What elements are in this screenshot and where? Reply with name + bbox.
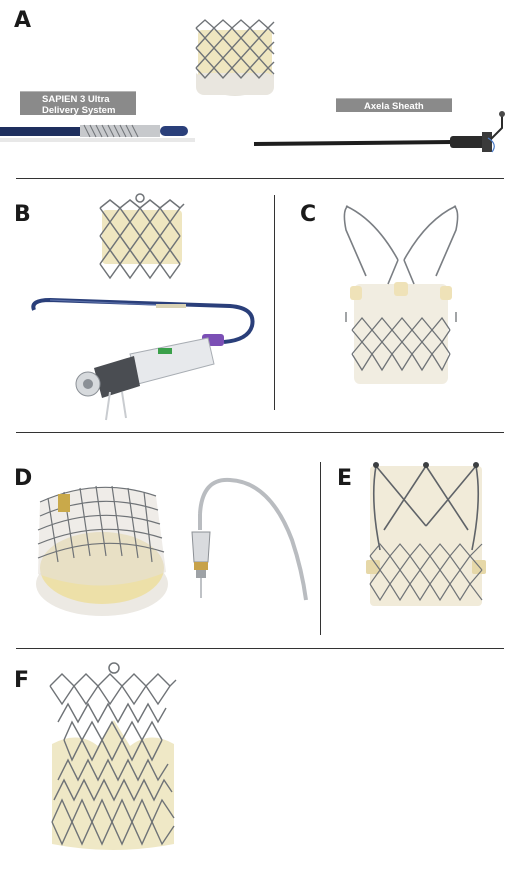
divider-d-e (320, 462, 321, 635)
delivery-system-label-line2: Delivery System (42, 105, 116, 116)
axela-sheath-label: Axela Sheath (336, 98, 452, 112)
panel-letter-f: F (14, 668, 30, 693)
divider-de-f (16, 648, 504, 649)
evolut-valve-image-f (49, 662, 177, 850)
navitor-catheter-image-d (191, 477, 308, 601)
portico-valve-image-e (366, 462, 486, 606)
delivery-system-label-line1: SAPIEN 3 Ultra (42, 94, 110, 105)
panel-letter-c: C (300, 202, 317, 227)
divider-bc-de (16, 432, 504, 433)
panel-letter-a: A (14, 8, 32, 33)
delivery-system-label: SAPIEN 3 Ultra Delivery System (20, 91, 136, 116)
divider-a-b (16, 178, 504, 179)
axela-sheath-image (253, 111, 505, 153)
acurate-valve-image-c (343, 205, 459, 384)
sapien-valve-image (195, 19, 275, 96)
panel-letter-e: E (337, 466, 353, 491)
delivery-handle-image-b (31, 297, 255, 421)
panel-letter-d: D (14, 466, 33, 491)
divider-b-c (274, 195, 275, 410)
evolut-valve-image-b (99, 193, 185, 280)
panel-letter-b: B (14, 202, 31, 227)
navitor-valve-image-d (36, 485, 168, 616)
delivery-system-catheter-image (0, 124, 195, 142)
